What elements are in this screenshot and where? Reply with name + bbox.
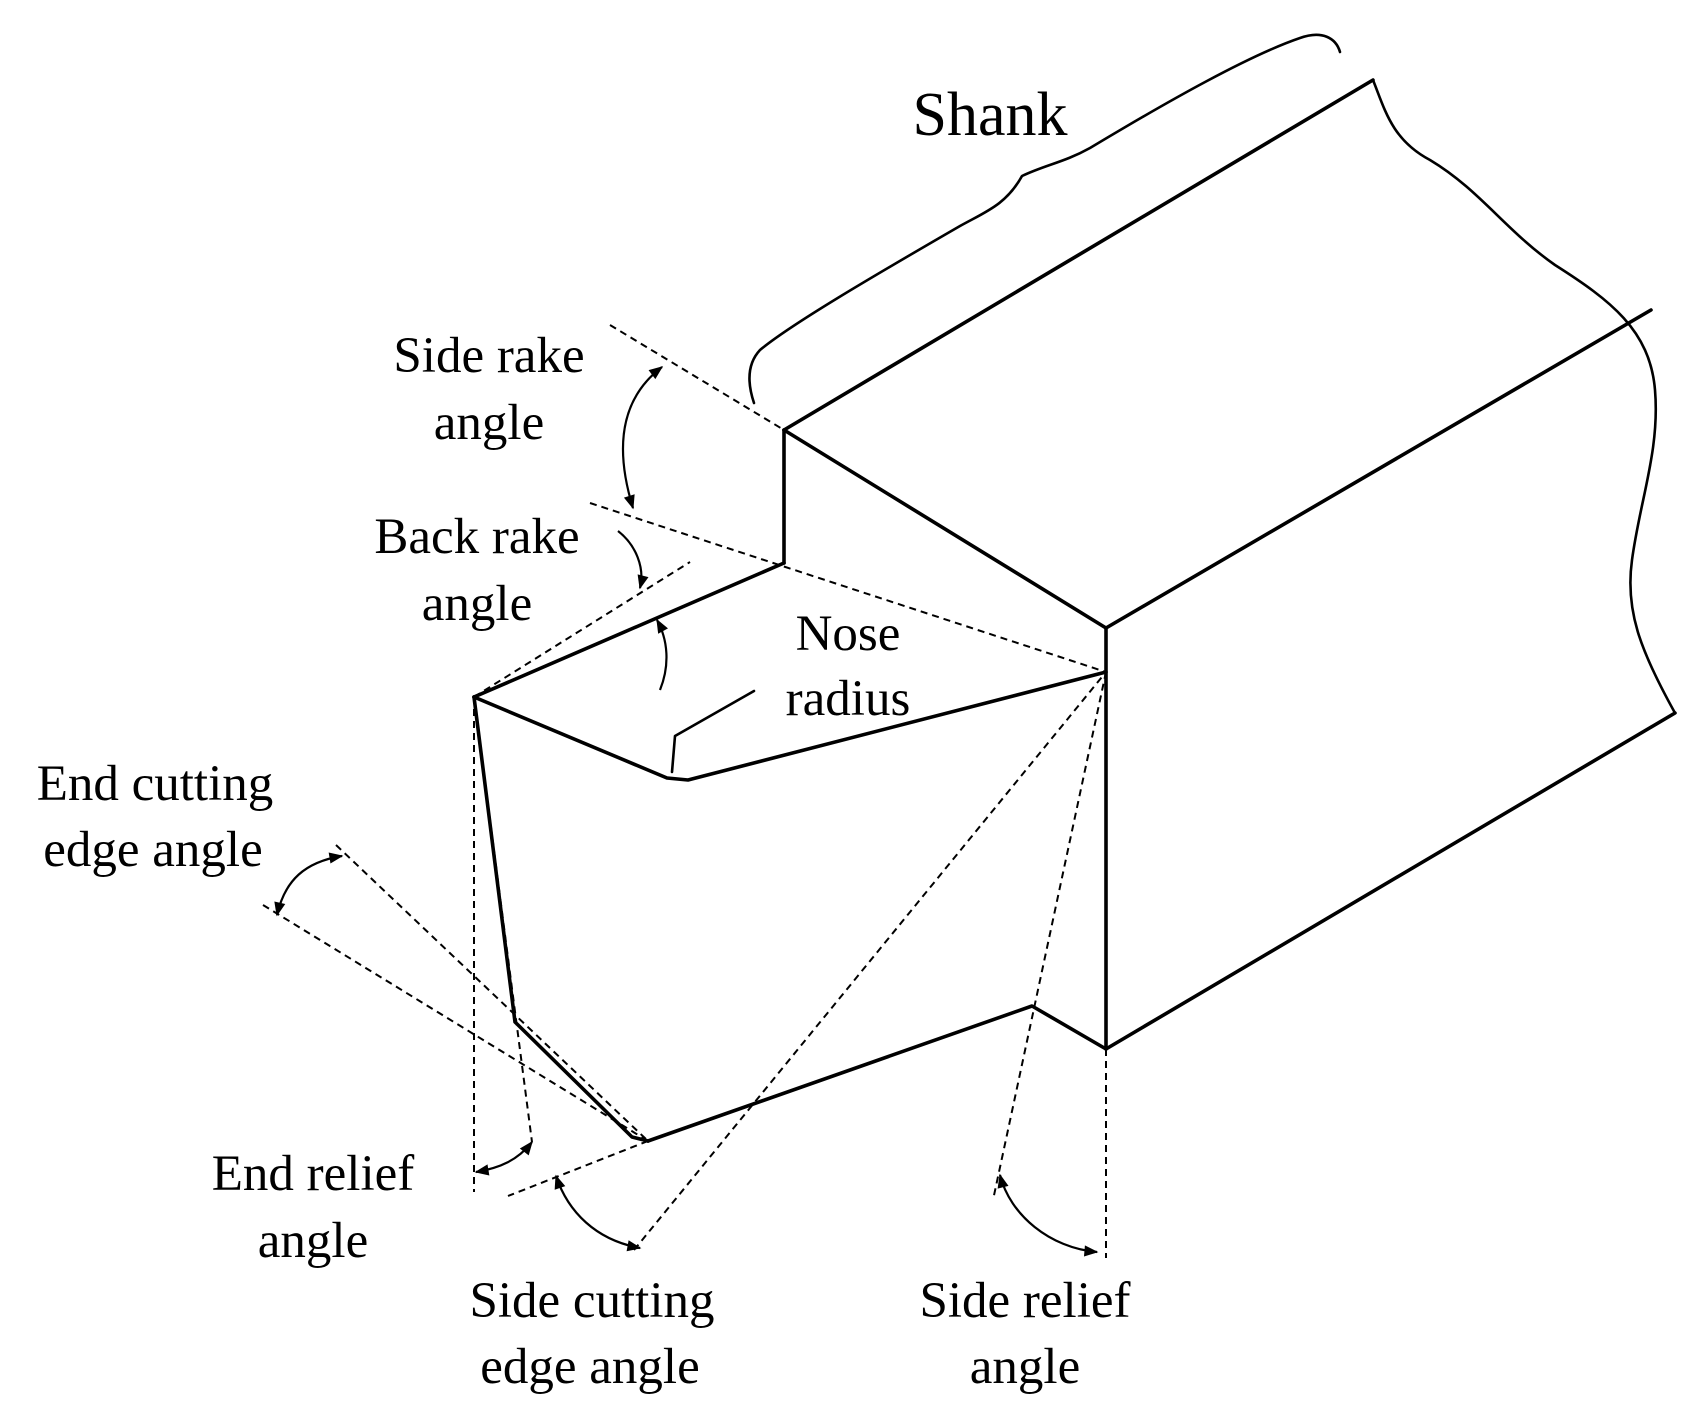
shank-top-face: [782, 78, 1375, 432]
end-cutting-arc: [274, 852, 344, 917]
side-relief-label: Side relief angle: [920, 1273, 1131, 1395]
tip-end-flank: [472, 695, 650, 1143]
end-relief-slant: [473, 696, 533, 1143]
end-relief-line-1: End relief: [212, 1146, 414, 1202]
side-relief-line-2: angle: [970, 1339, 1080, 1395]
end-cutting-line-2: edge angle: [43, 822, 262, 878]
side-rake-line-1: Side rake: [393, 328, 584, 384]
shank-brace: [748, 33, 1342, 405]
back-rake-arc: [617, 530, 649, 590]
side-rake-line-2: angle: [434, 395, 544, 451]
end-cutting-ref-1: [262, 904, 649, 1142]
side-cutting-ref-2: [633, 671, 1107, 1251]
nose-radius-line-2: radius: [786, 671, 911, 727]
back-rake-label: Back rake angle: [374, 509, 579, 632]
shank-top-inner-edge: [782, 308, 1653, 630]
end-relief-line-2: angle: [258, 1213, 368, 1269]
end-relief-label: End relief angle: [212, 1146, 414, 1269]
side-relief-slant: [992, 671, 1107, 1201]
side-rake-ref-upper: [609, 324, 785, 431]
tip-face-outline: [472, 670, 1108, 782]
shank-bottom-edge: [1104, 711, 1677, 1051]
back-rake-line-2: angle: [422, 576, 532, 632]
shank-break-line: [1371, 78, 1677, 715]
back-rake-ref: [473, 561, 691, 698]
reference-lines: [262, 324, 1107, 1258]
nose-radius-leader: [670, 689, 756, 774]
nose-radius-line-1: Nose: [796, 606, 901, 662]
shank-label: Shank: [913, 81, 1068, 149]
side-cutting-edge-label: Side cutting edge angle: [469, 1273, 714, 1395]
end-cutting-ref-2: [335, 844, 649, 1142]
side-rake-ref-lower: [589, 502, 1107, 673]
end-cutting-line-1: End cutting: [37, 756, 274, 812]
tip-bottom-edge: [646, 1004, 1108, 1143]
nose-radius-label: Nose radius: [786, 606, 911, 727]
end-cutting-edge-label: End cutting edge angle: [37, 756, 274, 878]
cutting-tip: [472, 561, 1108, 1143]
side-cutting-line-1: Side cutting: [469, 1273, 714, 1329]
side-rake-arc: [621, 366, 664, 510]
side-relief-arc: [997, 1173, 1099, 1257]
tip-face-back-edge: [472, 561, 786, 699]
side-cutting-ref-1: [507, 1140, 649, 1197]
angle-arcs: [274, 366, 1099, 1257]
side-rake-label: Side rake angle: [393, 328, 584, 451]
back-rake-line-1: Back rake: [374, 509, 579, 565]
side-cutting-line-2: edge angle: [480, 1339, 699, 1395]
face-angle-arc: [656, 618, 668, 691]
side-relief-line-1: Side relief: [920, 1273, 1131, 1329]
shank-body: [748, 33, 1677, 1051]
side-cutting-arc: [554, 1174, 642, 1252]
end-relief-arc: [474, 1140, 533, 1176]
